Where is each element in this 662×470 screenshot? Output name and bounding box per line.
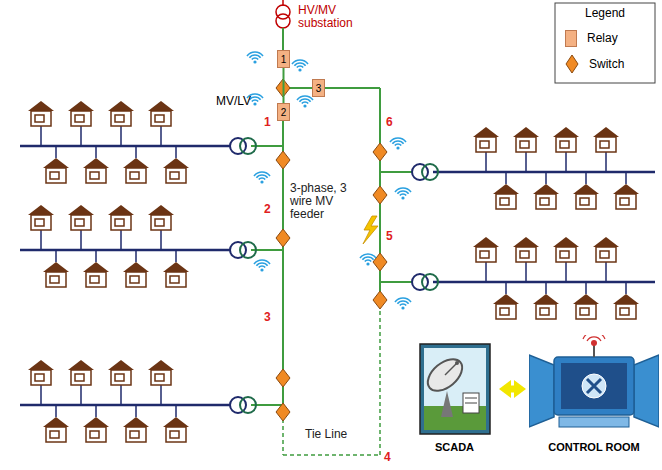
diagram-label: HV/MV substation	[298, 4, 368, 30]
callout-number: 2	[264, 203, 271, 216]
legend-text: Relay	[587, 31, 618, 45]
control-room-icon	[529, 335, 659, 435]
callout-number: 4	[384, 451, 391, 464]
diagram-label: Tie Line	[305, 428, 347, 441]
relay-number: 1	[281, 54, 287, 65]
relay-number: 3	[316, 83, 322, 94]
callout-number: 1	[264, 116, 271, 129]
callout-number: 6	[386, 116, 393, 129]
legend-text: Switch	[589, 57, 624, 71]
connector	[499, 380, 526, 398]
satellite-dish-icon	[419, 343, 491, 435]
relay-box: 1	[277, 50, 290, 68]
diagram-label: 3-phase, 3 wire MV feeder	[290, 182, 370, 221]
legend-row: Relay	[565, 28, 618, 48]
legend-row: Switch	[565, 54, 624, 74]
station-label: CONTROL ROOM	[528, 441, 660, 454]
scada-station: SCADA	[412, 343, 497, 454]
relay-number: 2	[281, 107, 287, 118]
relay-box: 2	[277, 103, 290, 121]
callout-number: 5	[386, 230, 393, 243]
legend-symbol	[565, 54, 579, 74]
callout-number: 3	[264, 311, 271, 324]
diagram-label: MV/LV	[216, 95, 251, 108]
connector	[283, 68, 284, 103]
diagram-label: Legend	[585, 7, 625, 20]
station-label: SCADA	[412, 441, 497, 454]
legend-swatch	[565, 30, 577, 47]
control-room: CONTROL ROOM	[528, 335, 660, 454]
relay-box: 3	[312, 79, 325, 97]
